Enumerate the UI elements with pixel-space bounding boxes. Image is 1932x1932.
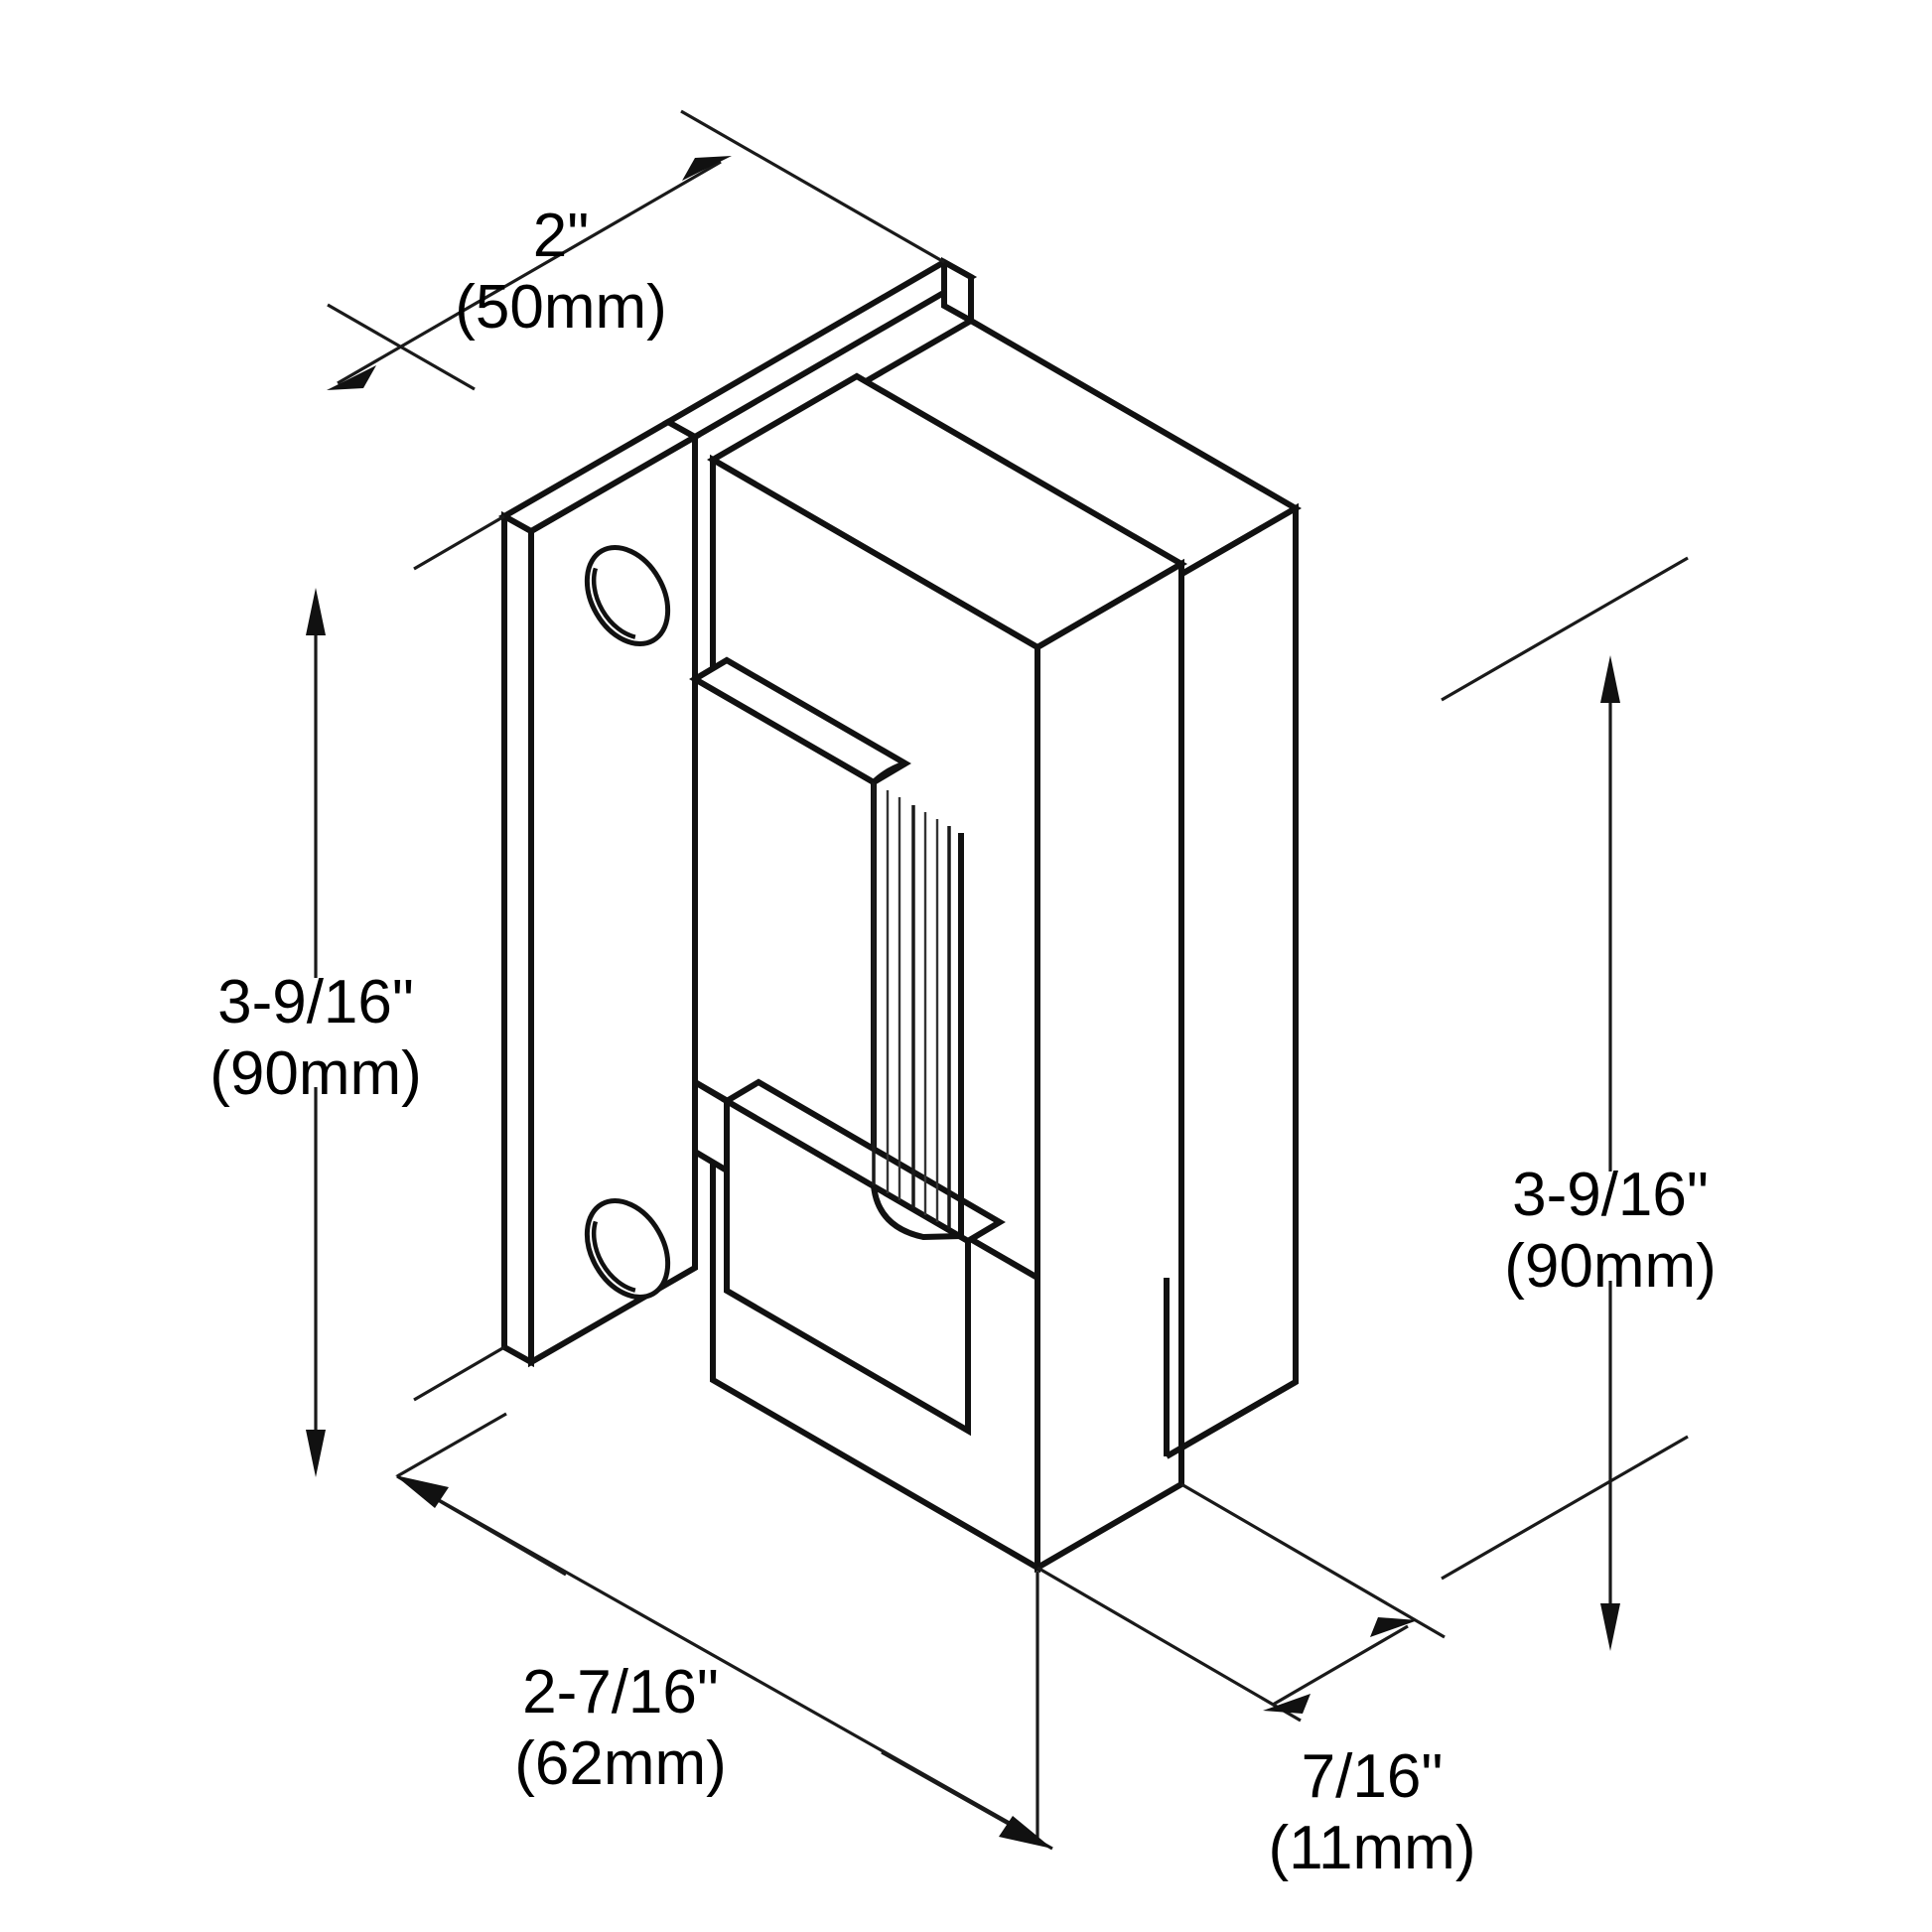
dimension-plate-height-left: 3-9/16" (90mm) <box>209 514 505 1477</box>
arrowhead-up-left <box>395 1475 449 1508</box>
upper-countersunk-screw-hole <box>584 545 671 646</box>
arrowhead-down-left <box>1263 1694 1311 1714</box>
dim-plate-height-left-metric: (90mm) <box>209 1039 422 1108</box>
dim-plate-thickness-metric: (11mm) <box>1269 1814 1476 1882</box>
dim-overall-projection-metric: (62mm) <box>514 1729 727 1798</box>
arrowhead-up-right <box>682 156 732 181</box>
dim-glass-plate-height-right-metric: (90mm) <box>1504 1232 1717 1301</box>
dim-plate-thickness-imperial: 7/16" <box>1302 1742 1444 1811</box>
dimension-overall-projection: 2-7/16" (62mm) <box>395 1412 1053 1851</box>
wall-mount-plate <box>497 256 978 1368</box>
screw-hole-group <box>584 545 671 1300</box>
arrowhead-up-right <box>1370 1617 1418 1637</box>
dim-plate-height-left-imperial: 3-9/16" <box>217 968 414 1036</box>
dimension-plate-thickness: 7/16" (11mm) <box>1036 1482 1476 1882</box>
arrowhead-down-right <box>999 1816 1052 1849</box>
hinge-barrel-groove-detail <box>871 760 964 1241</box>
dim-plate-width-imperial: 2" <box>533 202 590 270</box>
rear-plate-visible-edges <box>1164 1203 1299 1459</box>
arrowhead-up <box>1600 655 1620 703</box>
hinge-body-block <box>689 656 1006 1437</box>
dimension-glass-plate-height-right: 3-9/16" (90mm) <box>1441 556 1717 1651</box>
arrowhead-up <box>306 588 326 635</box>
arrowhead-down <box>306 1430 326 1477</box>
dim-plate-width-metric: (50mm) <box>455 273 667 342</box>
dimension-plate-width: 2" (50mm) <box>327 109 945 391</box>
arrowhead-down-left <box>327 365 376 390</box>
dim-glass-plate-height-right-imperial: 3-9/16" <box>1512 1161 1709 1229</box>
arrowhead-down <box>1600 1603 1620 1651</box>
lower-countersunk-screw-hole <box>584 1198 671 1300</box>
dim-overall-projection-imperial: 2-7/16" <box>522 1658 719 1726</box>
hinge-assembly-geometry <box>497 256 1302 1574</box>
